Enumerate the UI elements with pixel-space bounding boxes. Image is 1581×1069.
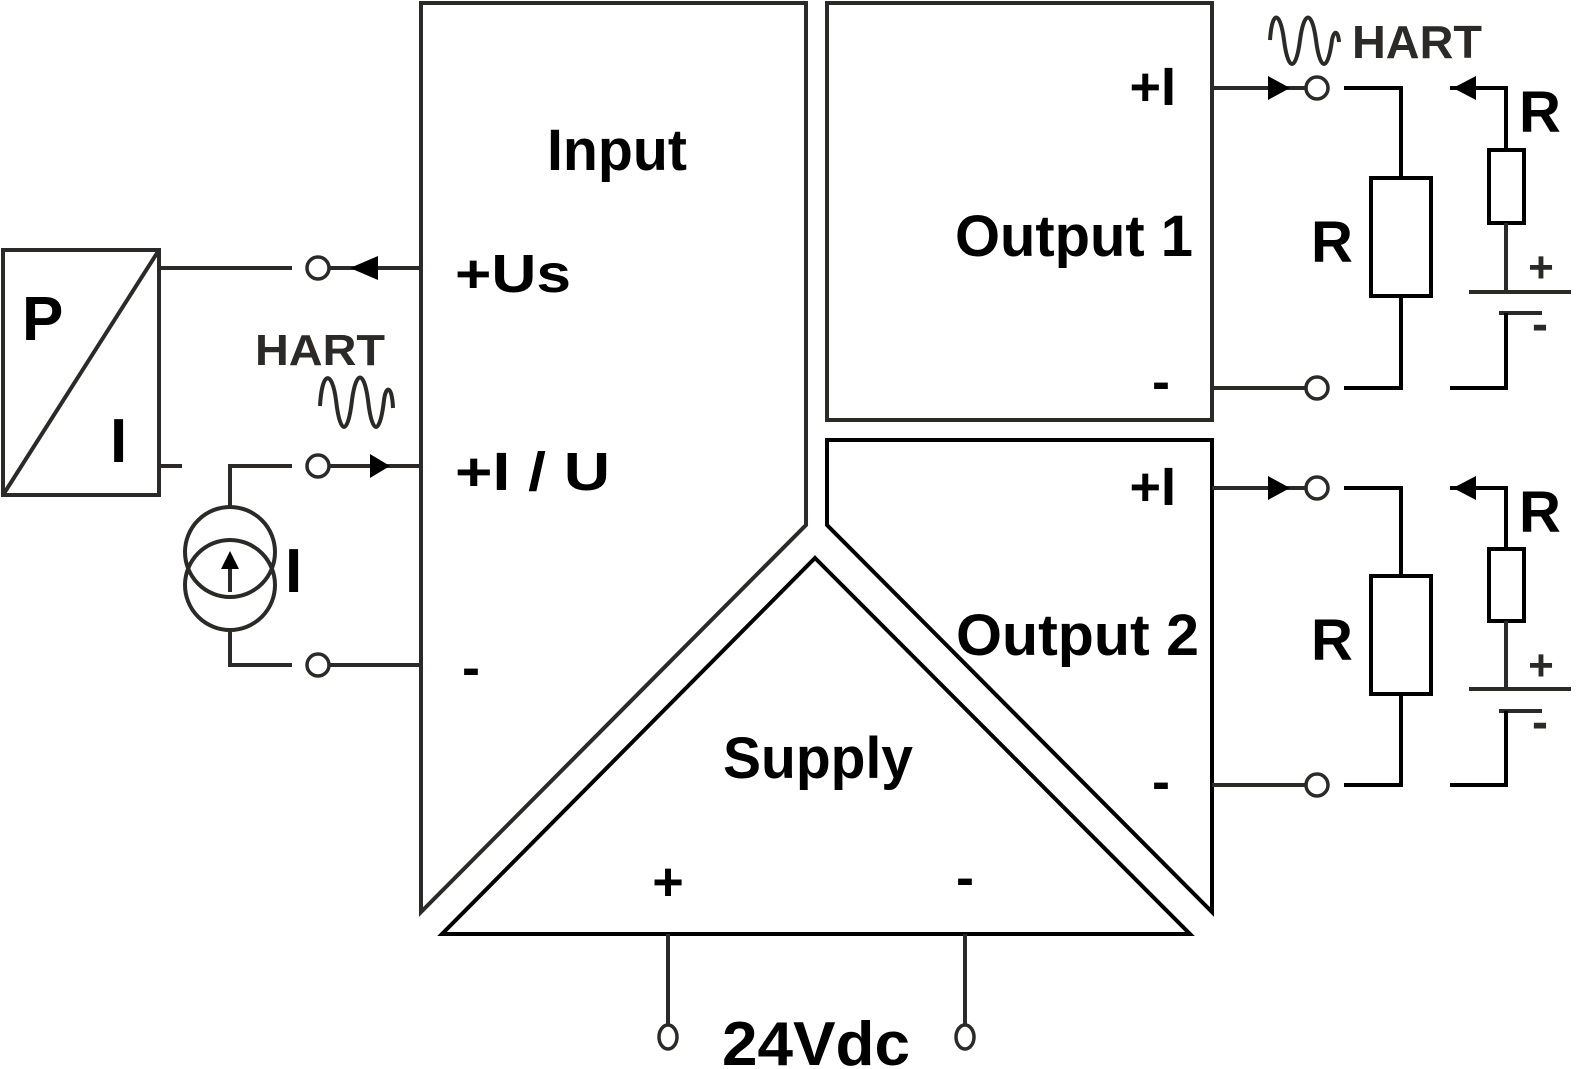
output2-active-arrow-icon: [1453, 476, 1476, 500]
output1-active-load-label: R: [1519, 80, 1561, 145]
input-iu-arrow-icon: [370, 454, 390, 478]
input-hart-label: HART: [255, 326, 385, 375]
output2-terminal-minus-label: -: [1152, 752, 1170, 812]
transmitter-diagonal: [1, 248, 161, 497]
current-source-upper-circle: [183, 505, 277, 599]
input-terminal-minus-label: -: [462, 638, 480, 698]
output2-title: Output 2: [956, 603, 1199, 668]
output1-hart-label: HART: [1352, 16, 1482, 68]
output2-load-top-wire: [1344, 486, 1403, 576]
output2-terminal-plus-label: +I: [1129, 457, 1176, 517]
supply-block: Supply + - 24Vdc: [437, 555, 1195, 1069]
input-terminals: [305, 255, 421, 678]
current-source-bottom-wire: [228, 632, 292, 667]
output1-title: Output 1: [955, 204, 1193, 269]
output1-hart-wave-icon: [1268, 15, 1341, 66]
output1-active-arrow-icon: [1453, 76, 1476, 100]
current-source-top-wire: [228, 464, 292, 508]
input-iu-terminal[interactable]: [305, 453, 331, 479]
current-source-label: I: [285, 537, 302, 606]
output1-terminal-plus-label: +I: [1129, 57, 1176, 117]
supply-plus-terminal[interactable]: [657, 1023, 679, 1051]
input-us-arrow-icon: [350, 256, 378, 280]
input-block: Input +Us +I / U -: [419, 1, 808, 917]
supply-minus-label: -: [956, 848, 974, 908]
output2-active-load-label: R: [1519, 480, 1561, 545]
output2-wiring: R R + -: [1212, 475, 1571, 798]
output1-block-outline: [825, 1, 1214, 422]
input-us-terminal[interactable]: [305, 255, 331, 281]
current-source: I: [183, 464, 302, 667]
input-terminal-us-label: +Us: [455, 244, 571, 304]
supply-voltage-label: 24Vdc: [722, 1010, 910, 1069]
output1-load-label: R: [1311, 210, 1353, 275]
output2-load-bottom-wire: [1344, 694, 1403, 787]
output2-plus-arrow-icon: [1268, 476, 1290, 500]
output1-plus-arrow-icon: [1268, 76, 1290, 100]
transmitter-box: [1, 248, 161, 497]
pressure-transmitter: P I: [1, 248, 292, 497]
supply-plus-label: +: [652, 852, 684, 912]
output2-block-outline: [825, 438, 1214, 917]
output2-active-resistor: [1487, 547, 1526, 623]
output2-battery-plus-label: +: [1528, 641, 1554, 690]
input-block-outline: [419, 1, 808, 917]
output2-plus-terminal[interactable]: [1304, 475, 1330, 501]
transmitter-i-label: I: [110, 407, 127, 476]
output1-plus-terminal[interactable]: [1304, 75, 1330, 101]
output2-active-top-wire: [1450, 486, 1508, 549]
output1-active-top-wire: [1450, 86, 1508, 150]
supply-title: Supply: [723, 726, 913, 791]
output2-block: Output 2 +I -: [825, 438, 1214, 917]
output2-load-resistor: [1369, 574, 1433, 696]
output1-terminal-minus-label: -: [1152, 352, 1170, 412]
output2-minus-terminal[interactable]: [1304, 772, 1330, 798]
output1-battery-plus-label: +: [1528, 243, 1554, 292]
current-source-arrow-icon: [221, 551, 239, 569]
input-minus-terminal[interactable]: [305, 652, 331, 678]
output1-active-resistor: [1487, 148, 1526, 225]
output2-active-bottom-wire: [1450, 711, 1508, 787]
supply-block-outline: [437, 555, 1195, 936]
input-title: Input: [547, 118, 687, 183]
transmitter-p-label: P: [22, 285, 63, 354]
output1-active-bottom-wire: [1450, 313, 1508, 390]
output1-block: Output 1 +I -: [825, 1, 1214, 422]
output1-minus-terminal[interactable]: [1304, 375, 1330, 401]
input-terminal-iu-label: +I / U: [455, 442, 610, 502]
output1-load-resistor: [1369, 176, 1433, 298]
supply-minus-terminal[interactable]: [954, 1023, 976, 1051]
output1-wiring: HART R R + -: [1212, 15, 1571, 401]
output2-battery-minus-label: -: [1532, 696, 1548, 749]
output2-load-label: R: [1311, 608, 1353, 673]
current-source-lower-circle: [183, 538, 277, 632]
input-hart-wave-icon: [318, 375, 395, 429]
output1-battery-minus-label: -: [1532, 298, 1548, 351]
output1-load-top-wire: [1344, 86, 1403, 178]
output1-load-bottom-wire: [1344, 296, 1403, 390]
